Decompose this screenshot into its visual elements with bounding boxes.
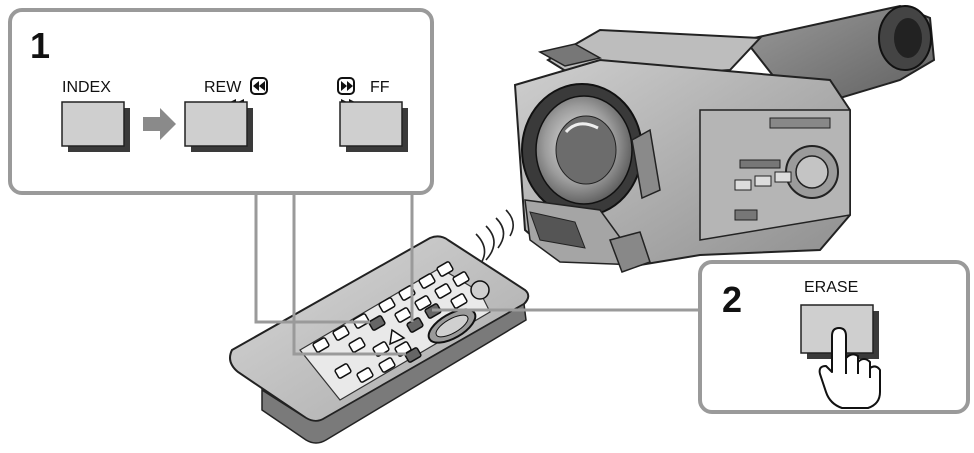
step1-panel: 1 INDEX REW FF [8, 8, 434, 195]
ff-button-label: FF [370, 79, 390, 96]
rew-button[interactable] [184, 101, 253, 152]
pressing-hand-icon [818, 327, 881, 409]
index-button-label: INDEX [62, 79, 111, 96]
index-button[interactable] [61, 101, 130, 152]
fast-forward-icon [337, 77, 355, 95]
camcorder [513, 4, 936, 273]
callout-lines [254, 193, 700, 356]
rew-button-label: REW [204, 79, 242, 96]
ir-signal-waves [473, 209, 514, 273]
step1-number: 1 [30, 25, 50, 66]
step2-number: 2 [722, 279, 742, 320]
step2-panel: 2 ERASE [698, 260, 970, 414]
ff-button[interactable] [339, 101, 408, 152]
arrow-right-icon [143, 108, 176, 140]
rewind-icon [250, 77, 268, 95]
erase-button-label: ERASE [804, 279, 858, 296]
remote-control [229, 235, 530, 444]
